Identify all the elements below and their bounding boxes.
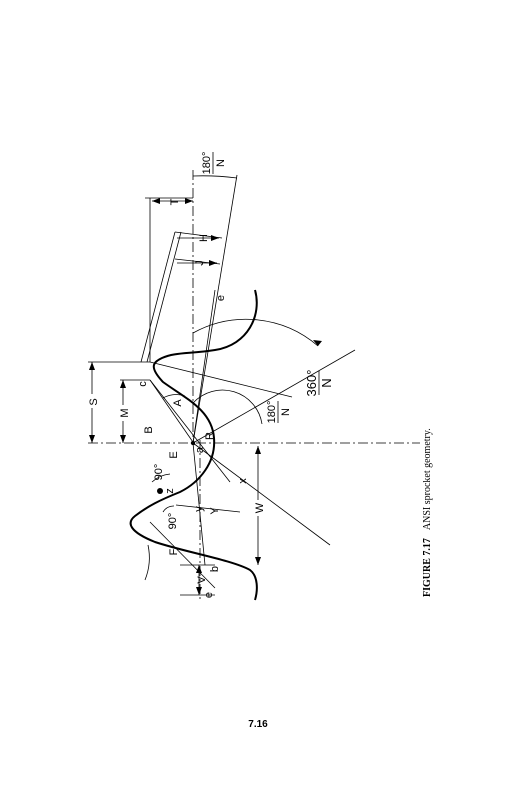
arc-180-over-n-mid — [192, 389, 263, 425]
fraction-360-over-n: 360° N — [304, 370, 334, 397]
label-v: V — [196, 576, 208, 584]
arc-180-over-n-top — [192, 175, 238, 179]
svg-text:N: N — [280, 408, 292, 416]
point-x — [157, 488, 163, 494]
arc-f — [144, 544, 150, 581]
svg-text:360°: 360° — [304, 370, 319, 397]
label-y-upper: Y — [209, 507, 221, 515]
label-h: H — [198, 234, 210, 242]
radial-line-360-over-n — [192, 349, 356, 444]
fraction-180-over-n-mid: 180° N — [266, 401, 292, 424]
label-e-upper: E — [168, 451, 180, 458]
label-f: F — [168, 548, 180, 555]
label-t: T — [169, 198, 181, 205]
radial-line-e-top — [192, 289, 216, 444]
svg-text:N: N — [319, 378, 334, 387]
arc-90-a — [151, 473, 171, 483]
tooth-flank-line-inner — [146, 231, 182, 363]
label-a-lower: a — [194, 446, 206, 453]
tooth-flank-line-outer — [140, 231, 176, 363]
point-a — [190, 440, 196, 446]
label-y-lower: y — [193, 506, 205, 512]
line-b-to-a — [192, 442, 206, 566]
sprocket-tooth-profile — [129, 289, 258, 601]
fraction-180-over-n-top: 180° N — [201, 152, 227, 175]
arc-a — [162, 394, 186, 399]
label-b-lower: b — [209, 566, 221, 572]
radial-line-lower — [192, 442, 331, 546]
label-e-top: e — [215, 295, 227, 301]
radial-line-180-over-n-top — [192, 174, 238, 444]
svg-text:180°: 180° — [266, 401, 278, 424]
label-w: W — [254, 502, 266, 513]
label-x: x — [237, 478, 249, 484]
page-number: 7.16 — [248, 719, 268, 730]
svg-text:N: N — [215, 159, 227, 167]
label-90-degrees-a: 90° — [153, 464, 165, 481]
line-tooth-tip-ray — [149, 361, 293, 398]
arc-90-b — [162, 505, 175, 513]
label-s: S — [88, 398, 100, 405]
label-c: c — [137, 381, 149, 387]
label-b-upper: B — [143, 426, 155, 433]
label-r: R — [204, 432, 216, 440]
label-m: M — [119, 408, 131, 417]
line-y — [175, 504, 241, 513]
label-e-bottom: e — [203, 592, 215, 598]
figure-caption: FIGURE 7.17ANSI sprocket geometry. — [422, 428, 433, 597]
label-a-upper: A — [172, 399, 184, 407]
label-j: J — [194, 260, 206, 266]
line-c-to-y — [149, 379, 231, 483]
arc-360-over-n — [192, 318, 319, 347]
label-90-degrees-b: 90° — [167, 513, 179, 530]
label-z: z — [164, 488, 176, 494]
svg-text:180°: 180° — [201, 152, 213, 175]
line-c-to-a — [149, 379, 196, 446]
line-y-to-b — [149, 521, 216, 589]
